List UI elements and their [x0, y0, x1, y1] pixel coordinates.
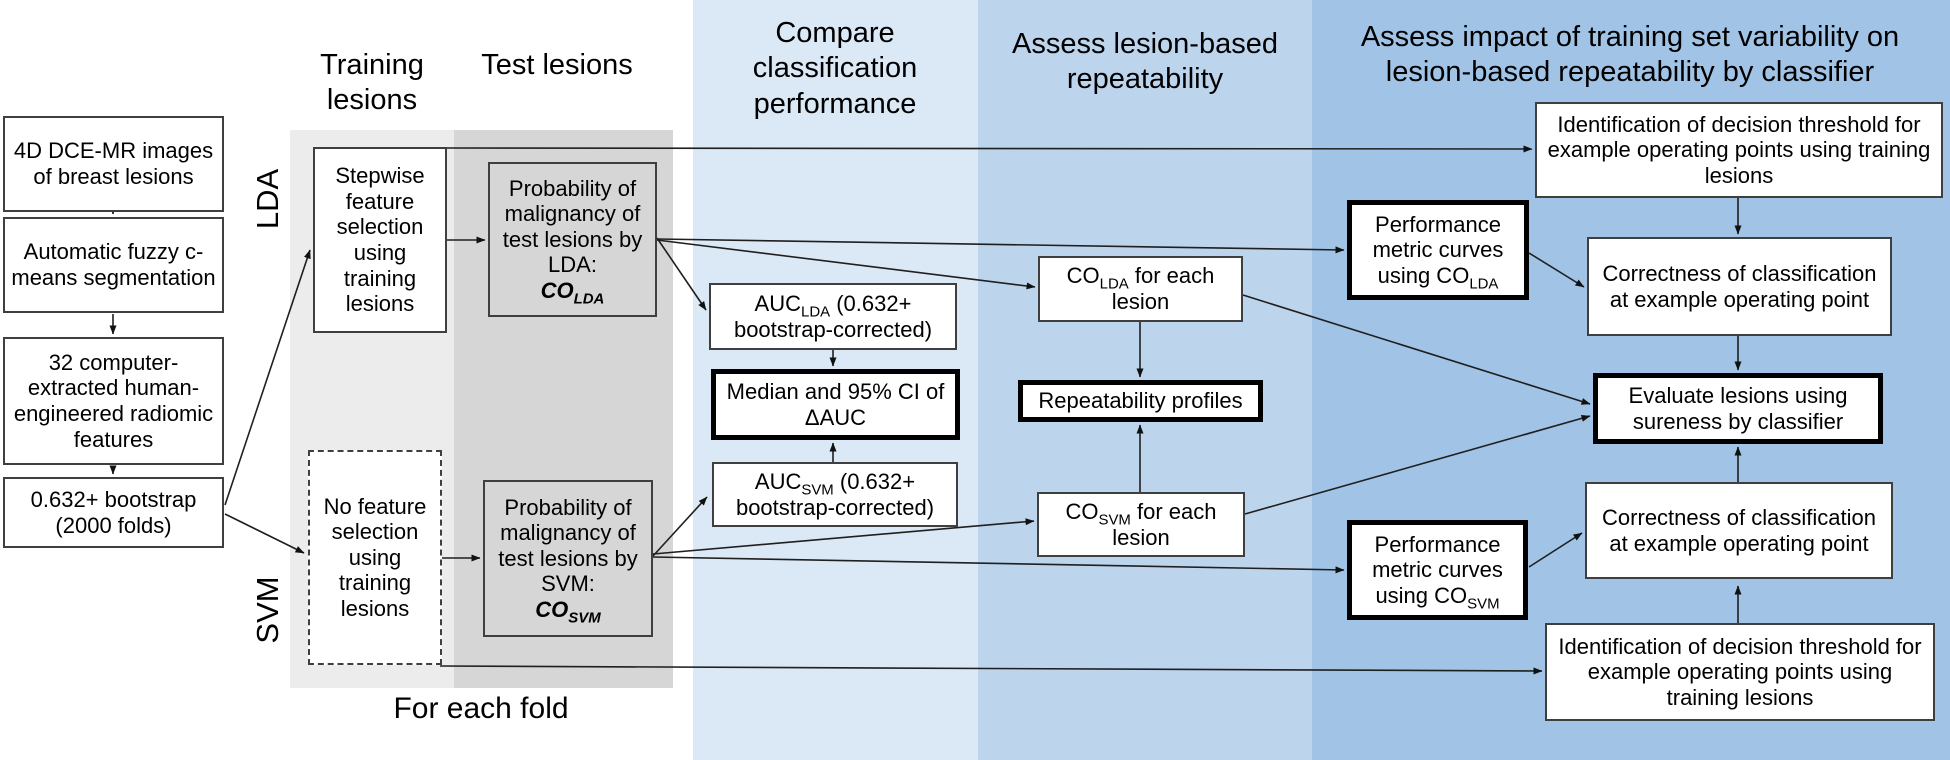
label-lda: LDA	[250, 168, 285, 230]
header-lesion-repeatability: Assess lesion-based repeatability	[1012, 28, 1278, 96]
box-identification-threshold-top: Identification of decision threshold for…	[1535, 102, 1943, 198]
box-identification-threshold-bottom: Identification of decision threshold for…	[1545, 623, 1935, 721]
header-training-lesions: Training lesions	[320, 49, 424, 117]
box-performance-curves-svm: Performance metric curves using COSVM	[1347, 520, 1528, 620]
box-probability-svm: Probability of malignancy of test lesion…	[483, 480, 653, 637]
header-training-variability: Assess impact of training set variabilit…	[1360, 21, 1900, 89]
box-performance-curves-lda: Performance metric curves using COLDA	[1347, 200, 1529, 300]
box-radiomic-features: 32 computer-extracted human-engineered r…	[3, 337, 224, 465]
box-repeatability-profiles: Repeatability profiles	[1018, 380, 1263, 422]
box-evaluate-sureness: Evaluate lesions using sureness by class…	[1593, 373, 1883, 444]
box-fuzzy-segmentation: Automatic fuzzy c-means segmentation	[3, 217, 224, 313]
box-dce-mr-images: 4D DCE-MR images of breast lesions	[3, 116, 224, 212]
box-correctness-bottom: Correctness of classification at example…	[1585, 482, 1893, 579]
box-bootstrap: 0.632+ bootstrap (2000 folds)	[3, 477, 224, 548]
header-compare-performance: Compare classification performance	[752, 17, 918, 120]
box-auc-svm: AUCSVM (0.632+ bootstrap-corrected)	[712, 462, 958, 527]
box-no-feature-selection: No feature selection using training lesi…	[308, 450, 442, 665]
header-test-lesions: Test lesions	[481, 49, 633, 81]
box-auc-lda: AUCLDA (0.632+ bootstrap-corrected)	[709, 283, 957, 350]
box-correctness-top: Correctness of classification at example…	[1587, 237, 1892, 336]
box-median-delta-auc: Median and 95% CI of ΔAUC	[711, 369, 960, 440]
box-stepwise-feature-selection: Stepwise feature selection using trainin…	[313, 147, 447, 333]
box-co-svm-each-lesion: COSVM for each lesion	[1037, 492, 1245, 557]
label-for-each-fold: For each fold	[393, 692, 569, 725]
box-probability-lda: Probability of malignancy of test lesion…	[488, 162, 657, 317]
label-svm: SVM	[250, 576, 285, 644]
box-co-lda-each-lesion: COLDA for each lesion	[1038, 256, 1243, 322]
